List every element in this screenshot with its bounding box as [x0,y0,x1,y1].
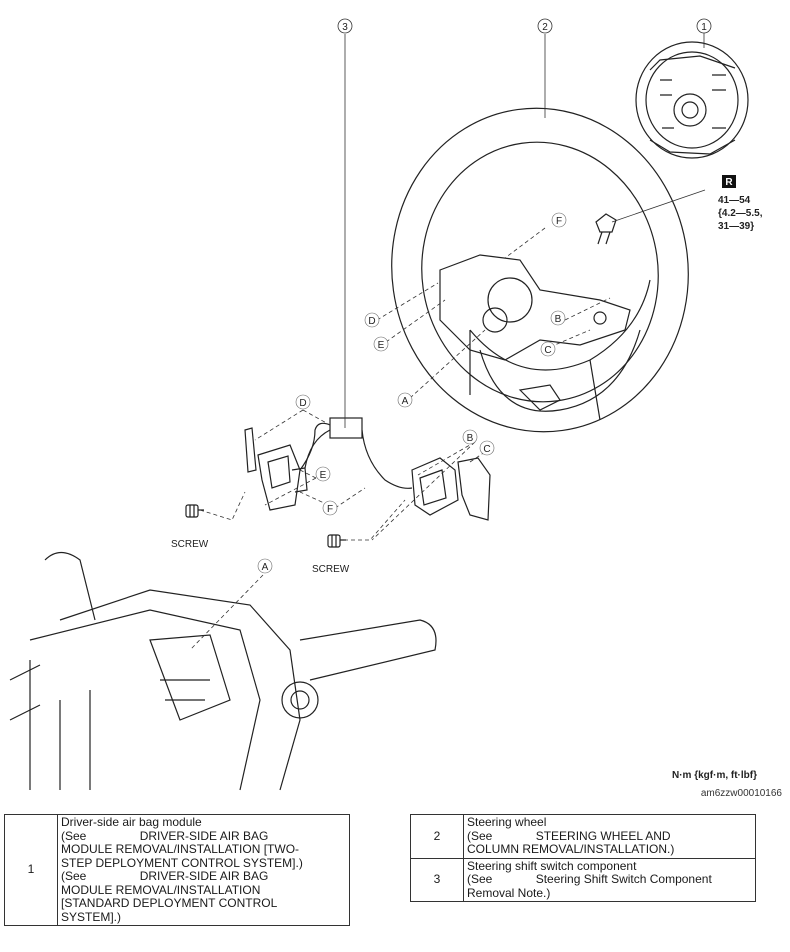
label-A-lower: A [262,562,269,573]
description-line: Steering shift switch component [467,858,637,873]
description-line: Steering wheel [467,815,547,829]
description-line: (See Steering Shift Switch Component [467,872,712,886]
description-line: (See DRIVER-SIDE AIR BAG [61,828,269,843]
svg-text:2: 2 [542,22,548,33]
callout-1: 1 [696,18,712,34]
label-F-upper: F [556,216,562,227]
label-A-upper: A [402,396,409,407]
description-line: STEP DEPLOYMENT CONTROL SYSTEM].) [61,855,303,870]
description-line: MODULE REMOVAL/INSTALLATION [61,882,261,897]
steering-wheel [391,107,689,433]
airbag-module [635,41,749,159]
item-number: 3 [410,857,464,902]
item-number: 1 [4,814,58,926]
table-row: 2 Steering wheel (See STEERING WHEEL AND… [410,814,756,859]
item-number: 2 [410,814,464,859]
table-row: 1 Driver-side air bag module (See DRIVER… [4,814,350,926]
label-D-upper: D [368,316,375,327]
label-E-upper: E [378,340,385,351]
legend-table-right: 2 Steering wheel (See STEERING WHEEL AND… [410,814,756,902]
units-note: N·m {kgf·m, ft·lbf} [672,770,757,781]
svg-text:41—54: 41—54 [718,195,751,206]
svg-text:1: 1 [701,22,707,33]
callout-2: 2 [537,18,553,34]
description-line: MODULE REMOVAL/INSTALLATION [TWO- [61,842,300,856]
steering-column [9,551,437,791]
label-E-lower: E [320,470,327,481]
callout-3: 3 [337,18,353,34]
label-C-lower: C [483,444,490,455]
svg-text:3: 3 [342,22,348,33]
description-line: (See STEERING WHEEL AND [467,828,671,843]
screw-right [327,534,346,548]
screw-left [185,504,204,518]
figure-id: am6zzw00010166 [700,788,782,799]
wire-harness [299,417,413,489]
svg-text:31—39}: 31—39} [718,221,754,232]
legend-table-left: 1 Driver-side air bag module (See DRIVER… [4,814,350,926]
description-line: Removal Note.) [467,885,551,900]
label-D-lower: D [299,398,306,409]
bolt [595,213,617,245]
exploded-diagram: 1 2 3 F D E A B C D E F B C A R 41—54 {4… [9,18,763,791]
description-line: [STANDARD DEPLOYMENT CONTROL [61,896,278,910]
svg-text:{4.2—5.5,: {4.2—5.5, [718,208,763,219]
description-line: SYSTEM].) [61,909,122,924]
description-line: COLUMN REMOVAL/INSTALLATION.) [467,842,675,856]
torque-spec: R 41—54 {4.2—5.5, 31—39} [718,175,763,232]
item-description: Steering shift switch component (See Ste… [463,857,756,902]
item-description: Steering wheel (See STEERING WHEEL AND C… [463,814,756,859]
label-B-upper: B [555,314,562,325]
item-description: Driver-side air bag module (See DRIVER-S… [57,814,350,926]
label-B-lower: B [467,433,474,444]
description-line: Driver-side air bag module [61,815,202,829]
description-line: (See DRIVER-SIDE AIR BAG [61,869,269,883]
table-row: 3 Steering shift switch component (See S… [410,857,756,902]
label-C-upper: C [544,345,551,356]
screw-label-left: SCREW [171,539,209,550]
shift-switch-left [244,427,308,511]
svg-text:R: R [725,177,733,188]
screw-label-right: SCREW [312,564,350,575]
shift-switch-right [411,457,491,521]
label-F-lower: F [327,504,333,515]
